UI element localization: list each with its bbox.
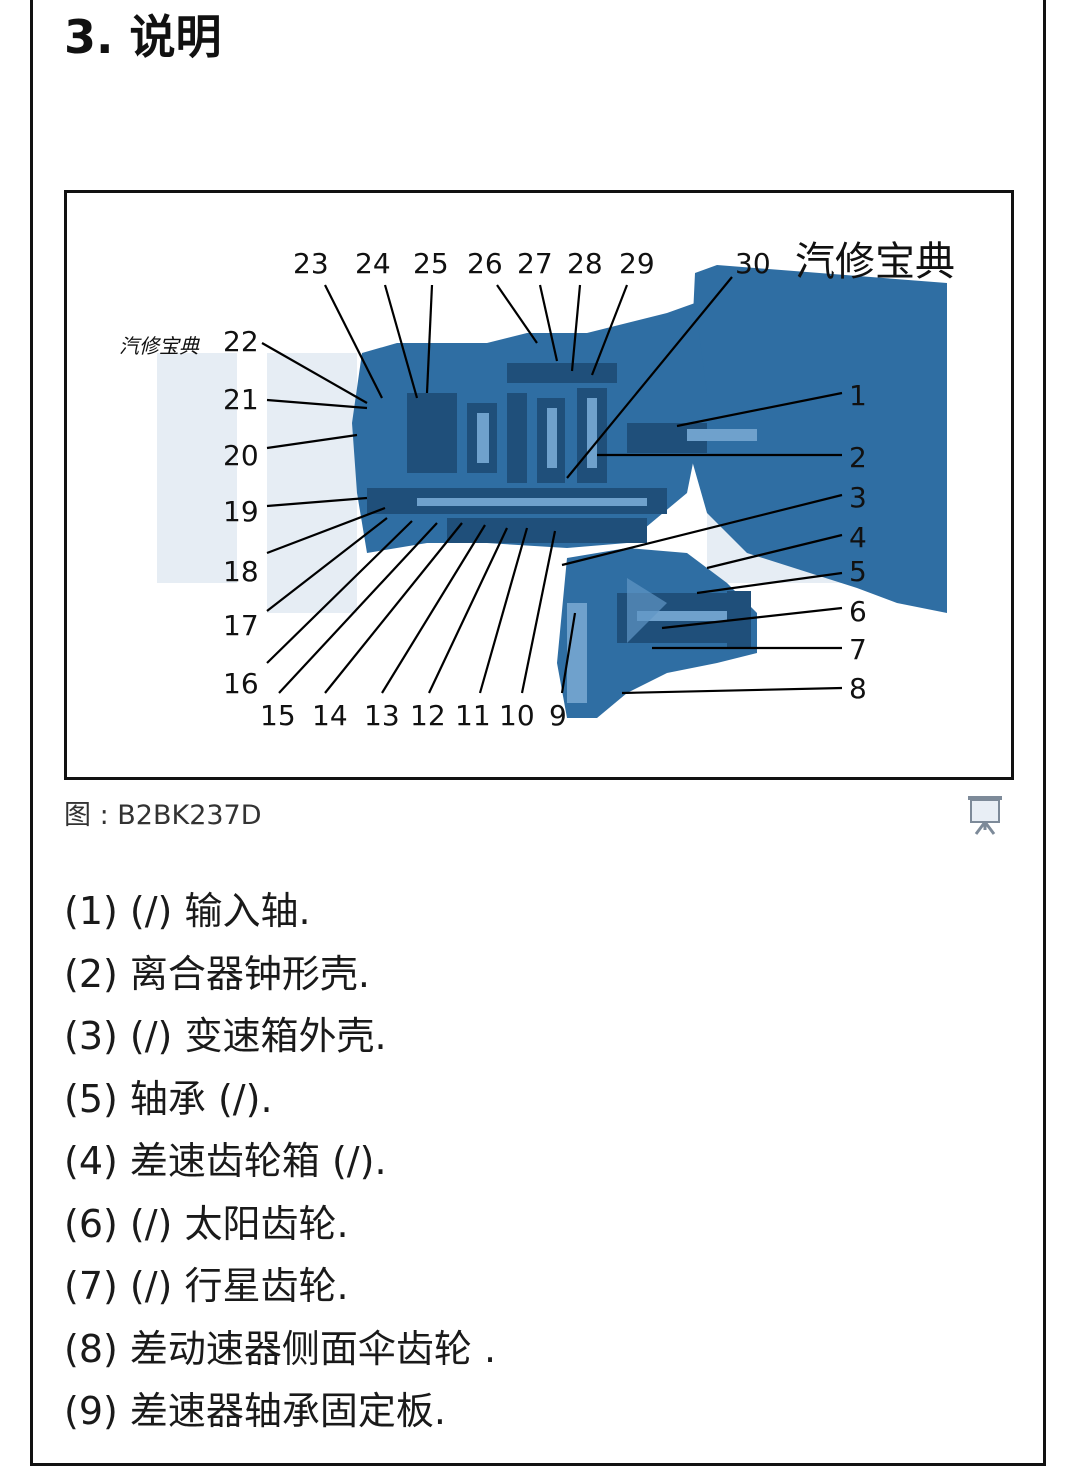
callout-14: 14 — [312, 699, 348, 732]
callout-24: 24 — [355, 247, 391, 280]
presentation-easel-icon[interactable] — [962, 792, 1008, 838]
legend-item: (5) 轴承 (/). — [64, 1076, 273, 1121]
callout-10: 10 — [499, 699, 535, 732]
transmission-diagram: 23 24 25 26 27 28 29 30 汽修宝典 汽修宝典 22 21 … — [119, 239, 955, 732]
callout-28: 28 — [567, 247, 603, 280]
callout-30: 30 — [735, 247, 771, 280]
callout-25: 25 — [413, 247, 449, 280]
callout-15: 15 — [260, 699, 296, 732]
callout-16: 16 — [223, 667, 259, 700]
legend-item: (8) 差动速器侧面伞齿轮 . — [64, 1326, 497, 1371]
figure-caption: 图 : B2BK237D — [64, 800, 262, 831]
legend-item: (3) (/) 变速箱外壳. — [64, 1014, 387, 1058]
callout-8: 8 — [849, 672, 867, 705]
callouts-top: 23 24 25 26 27 28 29 30 — [293, 247, 771, 280]
clutch-bell-housing — [687, 265, 947, 613]
legend-item: (4) 差速齿轮箱 (/). — [64, 1139, 387, 1183]
gear-highlights — [417, 398, 757, 703]
callouts-left: 汽修宝典 22 21 20 19 18 17 16 — [119, 325, 259, 700]
callout-27: 27 — [517, 247, 553, 280]
parts-legend: (1) (/) 输入轴. (2) 离合器钟形壳. (3) (/) 变速箱外壳. … — [64, 880, 496, 1443]
transmission-figure: 23 24 25 26 27 28 29 30 汽修宝典 汽修宝典 22 21 … — [64, 190, 1014, 780]
callout-19: 19 — [223, 495, 259, 528]
callout-29: 29 — [619, 247, 655, 280]
callout-5: 5 — [849, 555, 867, 588]
legend-item: (7) (/) 行星齿轮. — [64, 1264, 349, 1308]
callout-3: 3 — [849, 481, 867, 514]
legend-item: (9) 差速器轴承固定板. — [64, 1389, 446, 1433]
callout-6: 6 — [849, 595, 867, 628]
callout-23: 23 — [293, 247, 329, 280]
legend-item: (2) 离合器钟形壳. — [64, 951, 370, 996]
callout-9: 9 — [549, 699, 567, 732]
legend-item: (1) (/) 输入轴. — [64, 889, 311, 933]
callout-2: 2 — [849, 441, 867, 474]
watermark-small: 汽修宝典 — [119, 334, 200, 358]
leader-lines — [261, 276, 843, 695]
gear-details — [367, 363, 727, 643]
callout-20: 20 — [223, 439, 259, 472]
watermark-title: 汽修宝典 — [795, 239, 955, 285]
callout-21: 21 — [223, 383, 259, 416]
callout-22: 22 — [223, 325, 259, 358]
callout-1: 1 — [849, 379, 867, 412]
callout-17: 17 — [223, 609, 259, 642]
legend-item: (6) (/) 太阳齿轮. — [64, 1201, 349, 1246]
callouts-right: 1 2 3 4 5 6 7 8 — [849, 379, 867, 705]
callout-13: 13 — [364, 699, 400, 732]
bevel-gear — [627, 578, 667, 643]
page-title: 3. 说明 — [64, 10, 222, 64]
callout-26: 26 — [467, 247, 503, 280]
callout-7: 7 — [849, 633, 867, 666]
callout-18: 18 — [223, 555, 259, 588]
callout-11: 11 — [455, 699, 491, 732]
callouts-bottom: 15 14 13 12 11 10 9 — [260, 699, 567, 732]
callout-4: 4 — [849, 521, 867, 554]
callout-12: 12 — [410, 699, 446, 732]
